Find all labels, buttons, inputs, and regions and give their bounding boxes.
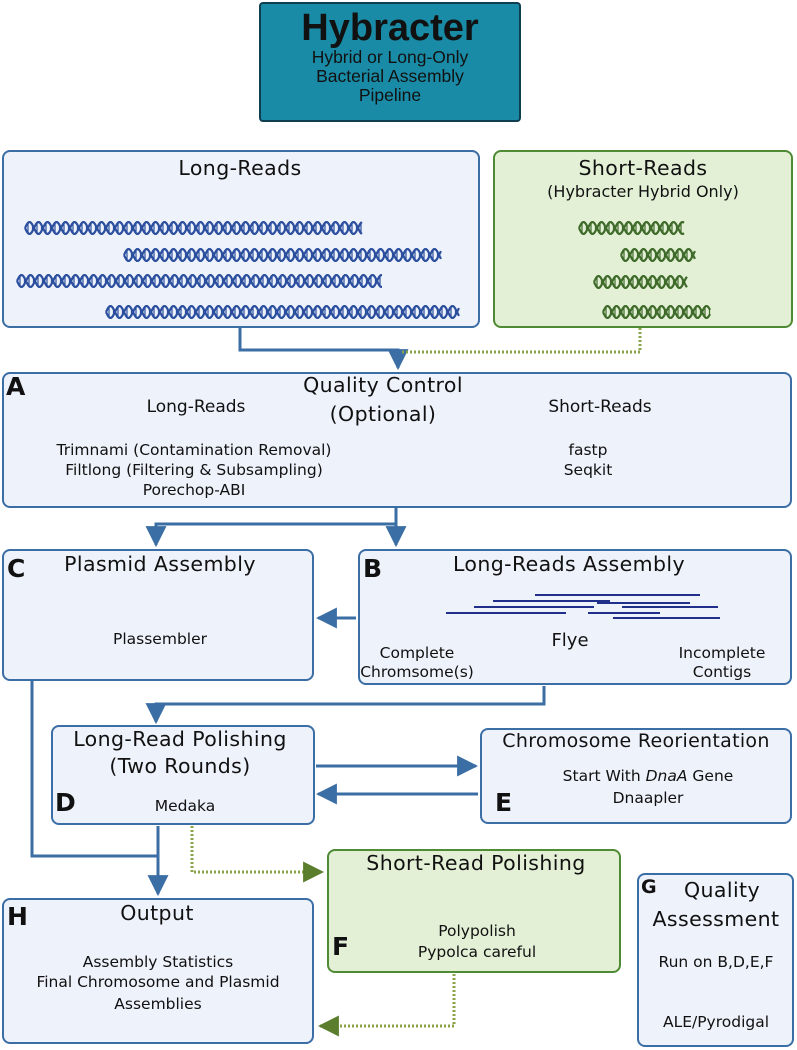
qc-title-optional: (Optional) [329, 402, 437, 426]
dnaa-pre: Start With [562, 767, 646, 785]
step-letter-a: A [6, 372, 26, 401]
qc-long-tool: Filtlong (Filtering & Subsampling) [65, 461, 323, 479]
dnaa-gene-line: Start With DnaA Gene [563, 767, 734, 785]
short-reads-subtitle: (Hybracter Hybrid Only) [547, 182, 739, 201]
step-letter-e: E [495, 788, 513, 817]
complete-chromosome-label: Chromsome(s) [360, 663, 474, 681]
qc-short-tool: Seqkit [563, 461, 613, 479]
short-read-polishing-tool: Pypolca careful [417, 943, 537, 961]
output-line: Assembly Statistics [82, 953, 234, 971]
long-reads-title: Long-Reads [178, 156, 302, 180]
qc-long-heading: Long-Reads [146, 397, 246, 417]
quality-assessment-tool: ALE/Pyrodigal [662, 1013, 770, 1031]
pipeline-subtitle-line: Hybrid or Long-Only [311, 47, 469, 67]
dna-helix-icon [578, 220, 685, 236]
complete-chromosome-label: Complete [379, 644, 455, 662]
long-reads-box [2, 150, 480, 328]
qc-long-tool: Trimnami (Contamination Removal) [56, 441, 332, 459]
qc-short-tool: fastp [568, 441, 608, 459]
short-read-polishing-tool: Polypolish [438, 922, 516, 940]
step-letter-c: C [7, 554, 26, 583]
output-line: Final Chromosome and Plasmid [36, 973, 280, 991]
step-letter-d: D [55, 788, 76, 817]
pipeline-subtitle-line: Pipeline [358, 85, 422, 105]
qc-title: Quality Control [303, 373, 463, 397]
step-letter-h: H [7, 902, 28, 931]
flow-arrow-icon [30, 681, 158, 858]
long-read-polishing-box [51, 725, 315, 825]
dna-helix-icon [105, 304, 460, 320]
quality-assessment-title: Quality [683, 878, 761, 902]
short-reads-title: Short-Reads [578, 156, 708, 180]
long-read-polishing-title: Long-Read Polishing [73, 727, 287, 751]
pipeline-title-box: Hybracter Hybrid or Long-Only Bacterial … [259, 2, 521, 122]
dnaa-post: Gene [687, 767, 734, 785]
quality-assessment-title: Assessment [652, 907, 780, 931]
assembly-tool: Flye [551, 630, 589, 651]
step-letter-f: F [332, 932, 350, 961]
plasmid-assembly-title: Plasmid Assembly [64, 552, 256, 576]
dnaa-gene: DnaA [645, 767, 688, 785]
pipeline-subtitle-line: Bacterial Assembly [316, 66, 464, 86]
plasmid-assembly-tool: Plassembler [113, 630, 207, 648]
incomplete-contigs-label: Incomplete [678, 644, 766, 662]
dna-helix-icon [593, 274, 688, 290]
quality-control-box [2, 372, 792, 508]
flow-arrow-icon [145, 686, 546, 725]
pipeline-title: Hybracter [301, 7, 479, 49]
plasmid-assembly-box [2, 549, 314, 681]
flow-arrow-icon [145, 508, 398, 548]
long-read-polishing-subtitle: (Two Rounds) [109, 754, 251, 778]
dna-helix-icon [602, 304, 711, 320]
contig-lines [446, 594, 720, 619]
dna-helix-icon [24, 220, 363, 236]
short-read-polishing-title: Short-Read Polishing [366, 851, 586, 875]
chromosome-reorientation-title: Chromosome Reorientation [502, 730, 770, 752]
step-letter-g: G [641, 876, 657, 898]
chromosome-reorientation-box [480, 728, 792, 824]
qc-long-tool: Porechop-ABI [142, 481, 246, 499]
chromosome-reorientation-tool: Dnaapler [612, 789, 684, 807]
flow-arrow-icon [317, 974, 456, 1037]
dna-helix-icon [16, 273, 382, 289]
flow-arrow-icon [400, 328, 642, 354]
output-line: Assemblies [114, 995, 202, 1013]
flow-arrow-icon [238, 328, 409, 371]
short-read-polishing-box [327, 849, 621, 973]
dna-helix-icon [620, 247, 696, 263]
dna-helix-icon [123, 247, 442, 263]
quality-assessment-line: Run on B,D,E,F [658, 953, 774, 971]
step-letter-b: B [363, 554, 383, 583]
long-read-polishing-tool: Medaka [154, 797, 216, 815]
qc-short-heading: Short-Reads [548, 397, 652, 417]
short-reads-box [493, 150, 793, 328]
output-title: Output [120, 901, 194, 925]
quality-assessment-box [637, 873, 794, 1047]
incomplete-contigs-label: Contigs [692, 663, 752, 681]
output-box [2, 898, 314, 1044]
long-reads-assembly-title: Long-Reads Assembly [452, 552, 686, 576]
flow-arrow-icon [190, 826, 325, 883]
